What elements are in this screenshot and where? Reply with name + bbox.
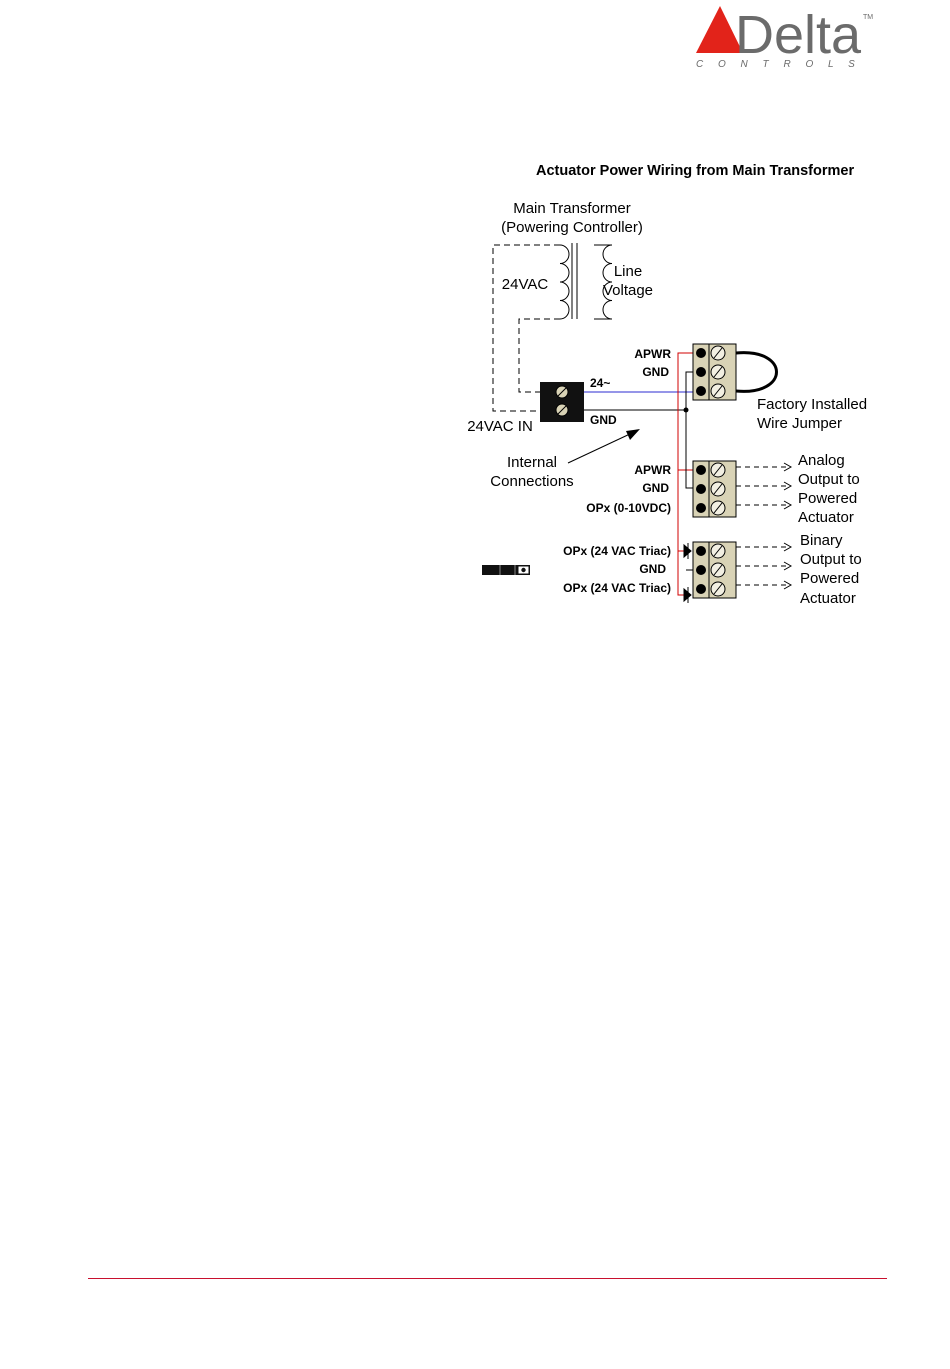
transformer-secondary-wiring — [492, 244, 560, 412]
line-voltage-label-2: Voltage — [603, 282, 653, 299]
terminal-block-3 — [692, 541, 737, 599]
delta-controls-logo: Delta TM C O N T R O L S — [696, 5, 873, 70]
arrowhead-icon — [626, 429, 640, 440]
jumper-label: Factory Installed — [757, 396, 867, 413]
logo-subtitle: C O N T R O L S — [696, 59, 861, 70]
wire-24-label: 24~ — [590, 376, 610, 390]
analog-output-leads — [736, 466, 790, 506]
binary-label-4: Actuator — [800, 590, 856, 607]
line-voltage-label: Line — [614, 263, 642, 280]
transformer-label: Main Transformer — [513, 200, 631, 217]
block2-pin2-label: GND — [642, 481, 669, 495]
binary-label: Binary — [800, 532, 843, 549]
terminal-block-2 — [692, 460, 737, 518]
transformer-coil-icon — [559, 243, 613, 320]
analog-label-3: Powered — [798, 490, 857, 507]
footer-rule — [88, 1278, 887, 1279]
analog-label-4: Actuator — [798, 509, 854, 526]
binary-output-leads — [736, 546, 790, 586]
primary-voltage-label: 24VAC — [502, 276, 549, 293]
internal-label-2: Connections — [490, 473, 573, 490]
transformer-sublabel: (Powering Controller) — [501, 219, 643, 236]
block1-pin2-label: GND — [642, 365, 669, 379]
wire-gnd-label: GND — [590, 413, 617, 427]
internal-label: Internal — [507, 454, 557, 471]
block3-pin2-label: GND — [639, 562, 666, 576]
binary-label-3: Powered — [800, 570, 859, 587]
diagram-title: Actuator Power Wiring from Main Transfor… — [536, 163, 855, 179]
binary-label-2: Output to — [800, 551, 862, 568]
jumper-label-2: Wire Jumper — [757, 415, 842, 432]
junction-dot — [683, 407, 689, 413]
analog-label-2: Output to — [798, 471, 860, 488]
internal-arrow — [567, 432, 633, 464]
terminal-block-1 — [692, 343, 737, 401]
input-terminal-label: 24VAC IN — [467, 418, 533, 435]
block2-pin3-label: OPx (0-10VDC) — [586, 501, 671, 515]
block3-pin3-label: OPx (24 VAC Triac) — [563, 581, 671, 595]
logo-wordmark: Delta — [735, 5, 862, 65]
block3-pin1-label: OPx (24 VAC Triac) — [563, 544, 671, 558]
analog-label: Analog — [798, 452, 845, 469]
triac-icon — [683, 543, 692, 603]
block2-pin1-label: APWR — [634, 463, 671, 477]
input-terminal-block — [540, 382, 584, 422]
block1-pin1-label: APWR — [634, 347, 671, 361]
arrow-icon — [783, 462, 793, 510]
gnd-bus-wire — [685, 371, 693, 571]
connector-icon — [482, 565, 530, 575]
wire-jumper — [735, 351, 778, 393]
delta-triangle-icon — [696, 6, 743, 53]
logo-tm: TM — [863, 14, 873, 21]
arrow-icon — [783, 542, 793, 590]
